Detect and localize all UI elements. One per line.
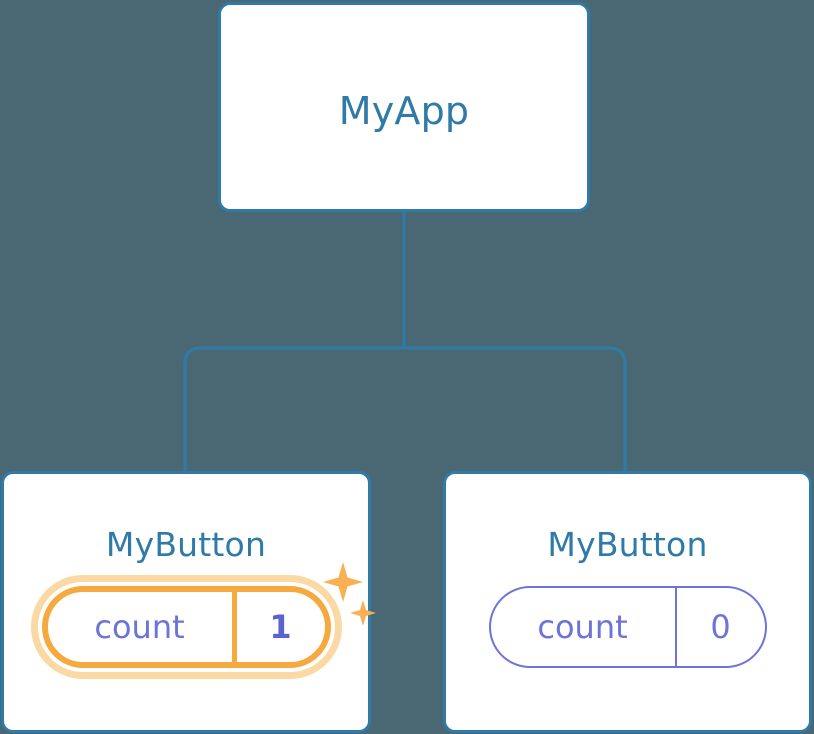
state-pill-row: count 0 xyxy=(446,586,809,668)
state-value-label: 1 xyxy=(231,592,325,662)
state-key-label: count xyxy=(537,608,628,646)
state-pill-glow xyxy=(30,575,342,679)
component-node-title: MyButton xyxy=(547,525,708,564)
sparkle-large-icon xyxy=(322,562,363,602)
state-pill-count[interactable]: count 0 xyxy=(488,586,767,668)
component-node-title: MyButton xyxy=(105,525,267,564)
state-value-label: 0 xyxy=(674,588,765,666)
sparkle-small-icon xyxy=(349,600,376,626)
component-node-mybutton-0[interactable]: MyButton count 1 xyxy=(1,471,376,733)
connector-branch-bar xyxy=(183,346,627,471)
sparkles-icon xyxy=(322,562,376,626)
component-node-mybutton-1[interactable]: MyButton count 0 xyxy=(443,471,812,733)
state-pill-anchor: count 0 xyxy=(488,586,767,668)
state-pill-anchor: count 1 xyxy=(30,562,376,679)
component-node-myapp[interactable]: MyApp xyxy=(218,2,590,212)
component-node-title: MyApp xyxy=(338,89,470,133)
state-pill-row: count 1 xyxy=(4,562,376,679)
state-key-label: count xyxy=(94,608,185,646)
state-pill-count-highlighted[interactable]: count 1 xyxy=(41,586,331,668)
